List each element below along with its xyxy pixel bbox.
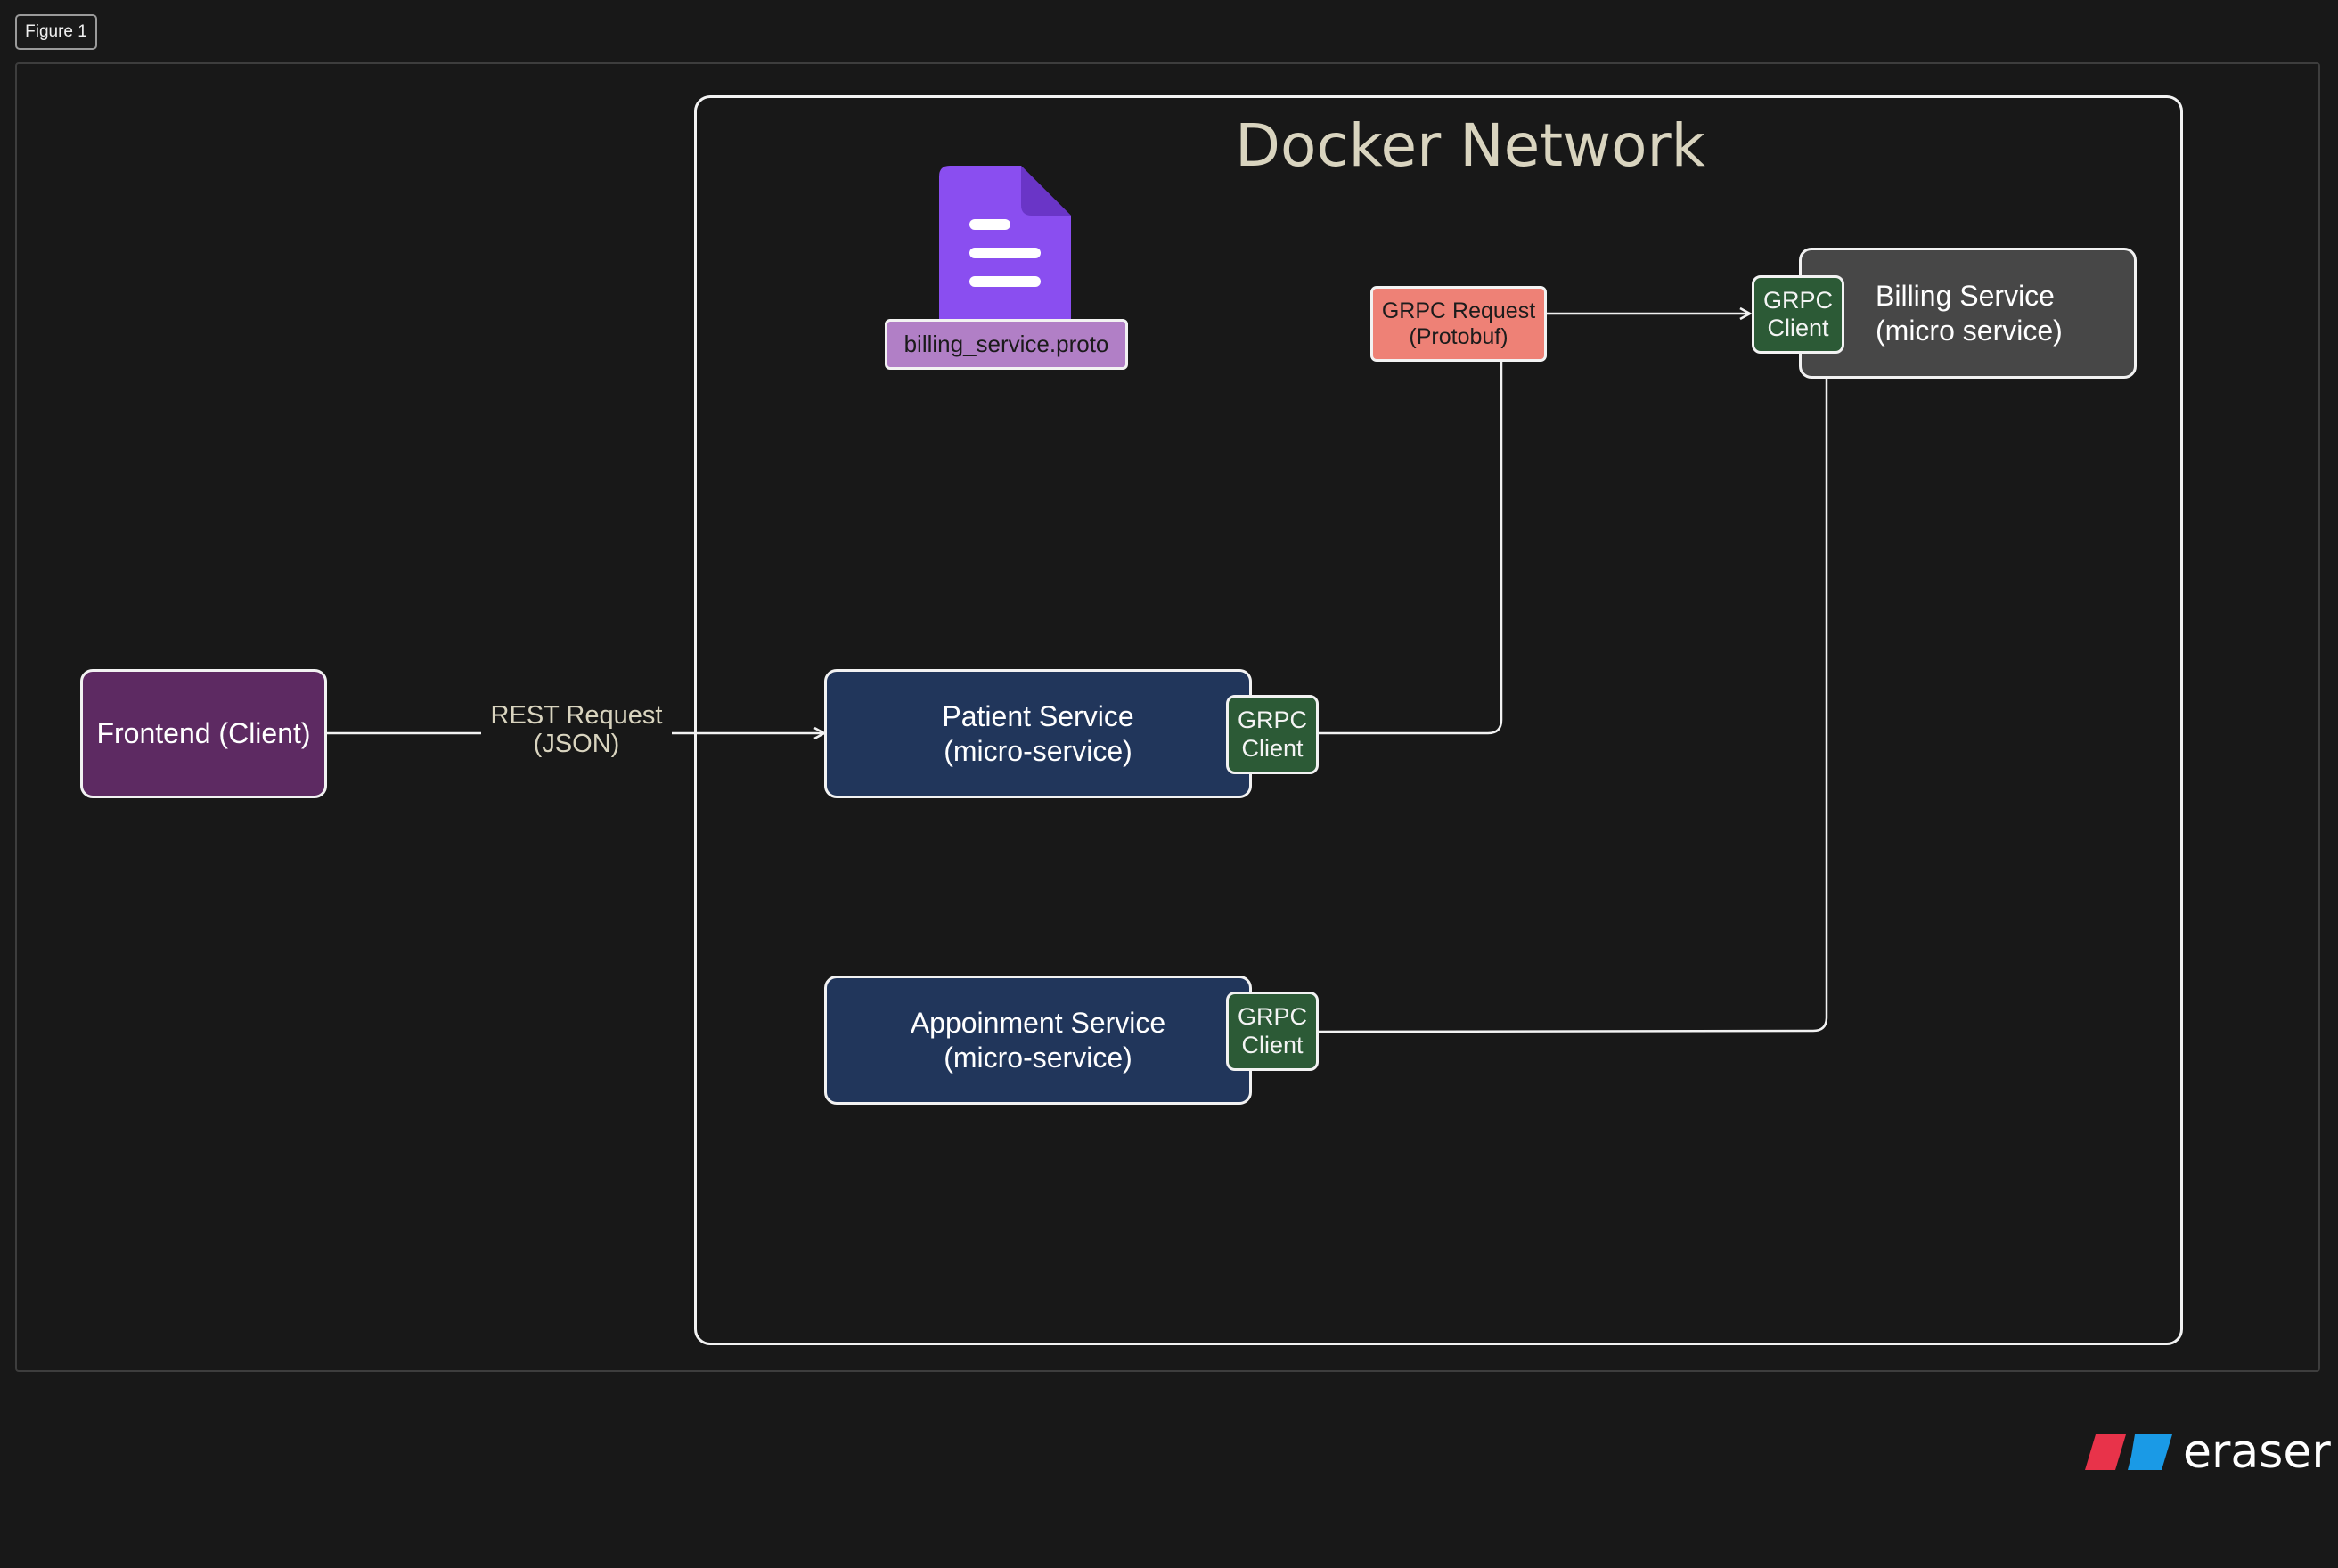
patient-grpc-client[interactable]: GRPC Client xyxy=(1226,695,1319,774)
appointment-service-node[interactable]: Appoinment Service (micro-service) xyxy=(824,976,1252,1105)
figure-label[interactable]: Figure 1 xyxy=(15,14,97,50)
grpc-request-edge-up xyxy=(1319,362,1503,735)
grpc-request-line2: (Protobuf) xyxy=(1409,323,1508,349)
eraser-logo-icon xyxy=(2085,1434,2172,1470)
billing-grpc-line1: GRPC xyxy=(1762,286,1833,314)
proto-file-label[interactable]: billing_service.proto xyxy=(885,319,1128,370)
appointment-grpc-line2: Client xyxy=(1241,1031,1304,1058)
billing-grpc-line2: Client xyxy=(1767,314,1829,341)
appointment-billing-edge xyxy=(1318,354,1834,1033)
patient-label-line1: Patient Service xyxy=(942,700,1134,733)
appointment-grpc-line1: GRPC xyxy=(1237,1003,1307,1031)
document-icon[interactable] xyxy=(939,166,1071,321)
grpc-request-line1: GRPC Request xyxy=(1381,298,1536,323)
frontend-client-node[interactable]: Frontend (Client) xyxy=(80,669,327,798)
rest-request-label: REST Request (JSON) xyxy=(481,701,672,759)
patient-label-line2: (micro-service) xyxy=(944,734,1132,767)
appointment-grpc-client[interactable]: GRPC Client xyxy=(1226,992,1319,1071)
docker-network-group[interactable] xyxy=(694,95,2183,1345)
billing-label-line2: (micro service) xyxy=(1876,314,2063,347)
appointment-label-line2: (micro-service) xyxy=(944,1041,1132,1074)
canvas-frame xyxy=(15,62,2320,1372)
billing-label-line1: Billing Service xyxy=(1876,280,2055,313)
docker-network-title: Docker Network xyxy=(1235,111,1705,180)
rest-label-line1: REST Request xyxy=(490,701,663,730)
eraser-brand: eraser xyxy=(2085,1425,2331,1479)
frontend-label: Frontend (Client) xyxy=(96,717,311,750)
patient-service-node[interactable]: Patient Service (micro-service) xyxy=(824,669,1252,798)
patient-grpc-line1: GRPC xyxy=(1237,706,1307,734)
grpc-request-node[interactable]: GRPC Request (Protobuf) xyxy=(1370,286,1547,362)
appointment-label-line1: Appoinment Service xyxy=(910,1007,1166,1040)
eraser-brand-name: eraser xyxy=(2183,1425,2331,1479)
billing-grpc-client[interactable]: GRPC Client xyxy=(1752,275,1844,354)
patient-grpc-line2: Client xyxy=(1241,734,1304,762)
rest-label-line2: (JSON) xyxy=(533,729,620,758)
billing-service-node[interactable]: Billing Service (micro service) xyxy=(1799,248,2137,379)
